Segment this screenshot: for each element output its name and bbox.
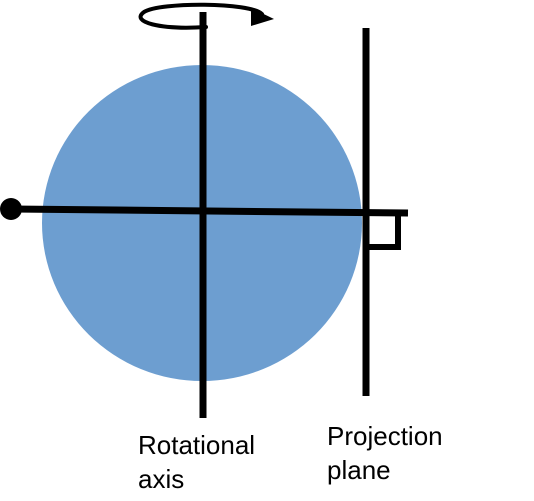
right-angle-marker-icon bbox=[369, 214, 401, 250]
projection-plane-label: Projection plane bbox=[327, 419, 443, 487]
projection-plane-label-line2: plane bbox=[327, 455, 391, 485]
rotational-axis-label-line1: Rotational bbox=[138, 430, 256, 460]
projection-ray-line bbox=[11, 205, 409, 217]
rotational-axis-label: Rotational axis bbox=[138, 428, 255, 496]
rotation-arrow-icon bbox=[138, 2, 274, 30]
viewpoint-dot-icon bbox=[0, 198, 22, 220]
projection-plane-label-line1: Projection bbox=[327, 421, 443, 451]
rotational-axis-label-line2: axis bbox=[138, 464, 185, 494]
